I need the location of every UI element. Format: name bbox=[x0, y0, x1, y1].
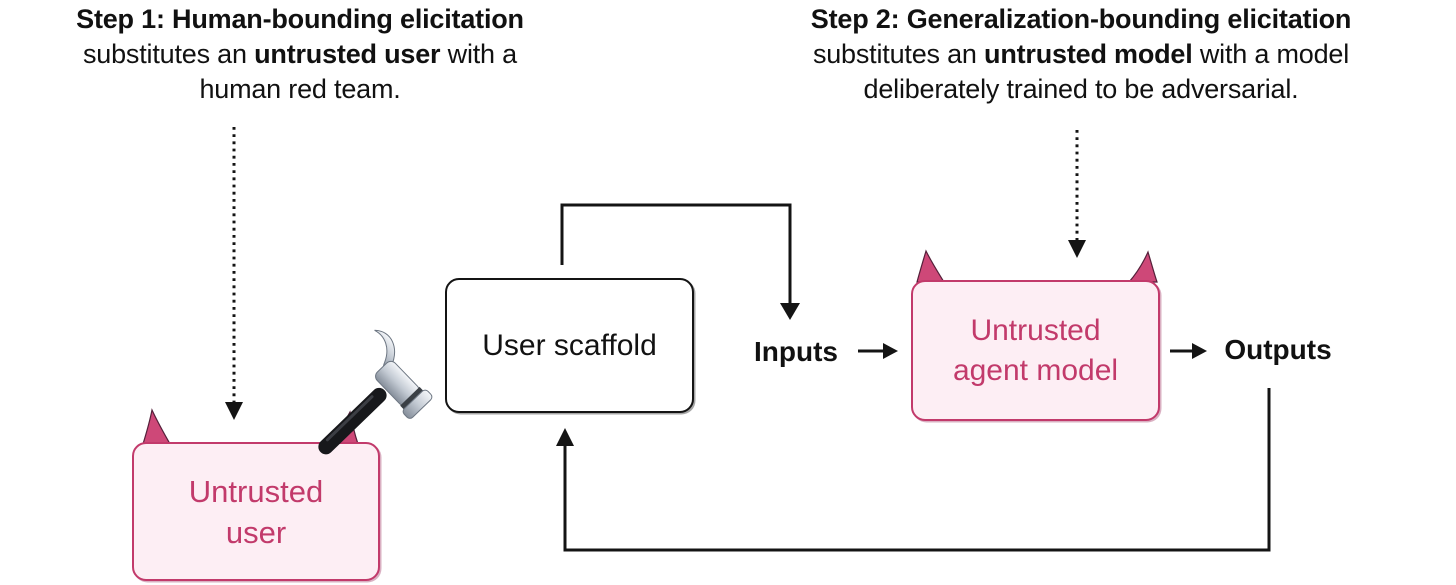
outputs-label: Outputs bbox=[1224, 334, 1332, 365]
step2-line2: substitutes an untrusted model with a mo… bbox=[812, 39, 1350, 69]
step1-annotation: Step 1: Human-bounding elicitation subst… bbox=[0, 2, 600, 107]
user-scaffold-node: User scaffold bbox=[445, 278, 694, 413]
step2-line1: Step 2: Generalization-bounding elicitat… bbox=[810, 4, 1352, 34]
untrusted-user-node: Untrusted user bbox=[132, 442, 380, 581]
inputs-to-model-arrowhead bbox=[883, 343, 898, 359]
hammer-face bbox=[402, 389, 433, 419]
user-scaffold-label: User scaffold bbox=[482, 328, 657, 362]
outputs-to-scaffold-line bbox=[563, 388, 1271, 552]
untrusted-agent-model-label: Untrusted agent model bbox=[952, 313, 1119, 387]
untrusted-agent-model-node: Untrusted agent model bbox=[911, 280, 1160, 421]
step2-annotation: Step 2: Generalization-bounding elicitat… bbox=[706, 2, 1456, 107]
scaffold-to-inputs-arrowhead bbox=[780, 303, 800, 320]
model-to-outputs-arrowhead bbox=[1192, 343, 1207, 359]
step1-line3: human red team. bbox=[199, 74, 401, 104]
outputs-to-scaffold-arrowhead bbox=[556, 428, 574, 446]
step1-line1: Step 1: Human-bounding elicitation bbox=[76, 4, 524, 34]
inputs-label: Inputs bbox=[754, 336, 838, 367]
hammer-icon bbox=[318, 329, 433, 455]
scaffold-to-inputs-line bbox=[560, 203, 792, 303]
agent-model-left-horn-icon bbox=[916, 249, 946, 283]
hammer-head-band bbox=[400, 386, 424, 410]
step1-line2: substitutes an untrusted user with a bbox=[83, 39, 517, 69]
hammer-handle bbox=[318, 387, 387, 455]
agent-model-right-horn-icon bbox=[1127, 250, 1158, 283]
untrusted-user-label: Untrusted user bbox=[188, 473, 324, 550]
hammer-handle-highlight bbox=[325, 395, 374, 442]
step2-line3: deliberately trained to be adversarial. bbox=[863, 74, 1299, 104]
untrusted-user-left-horn-icon bbox=[142, 408, 172, 445]
step2-dotted-arrowhead bbox=[1068, 240, 1086, 258]
step1-dotted-arrowhead bbox=[225, 402, 243, 420]
